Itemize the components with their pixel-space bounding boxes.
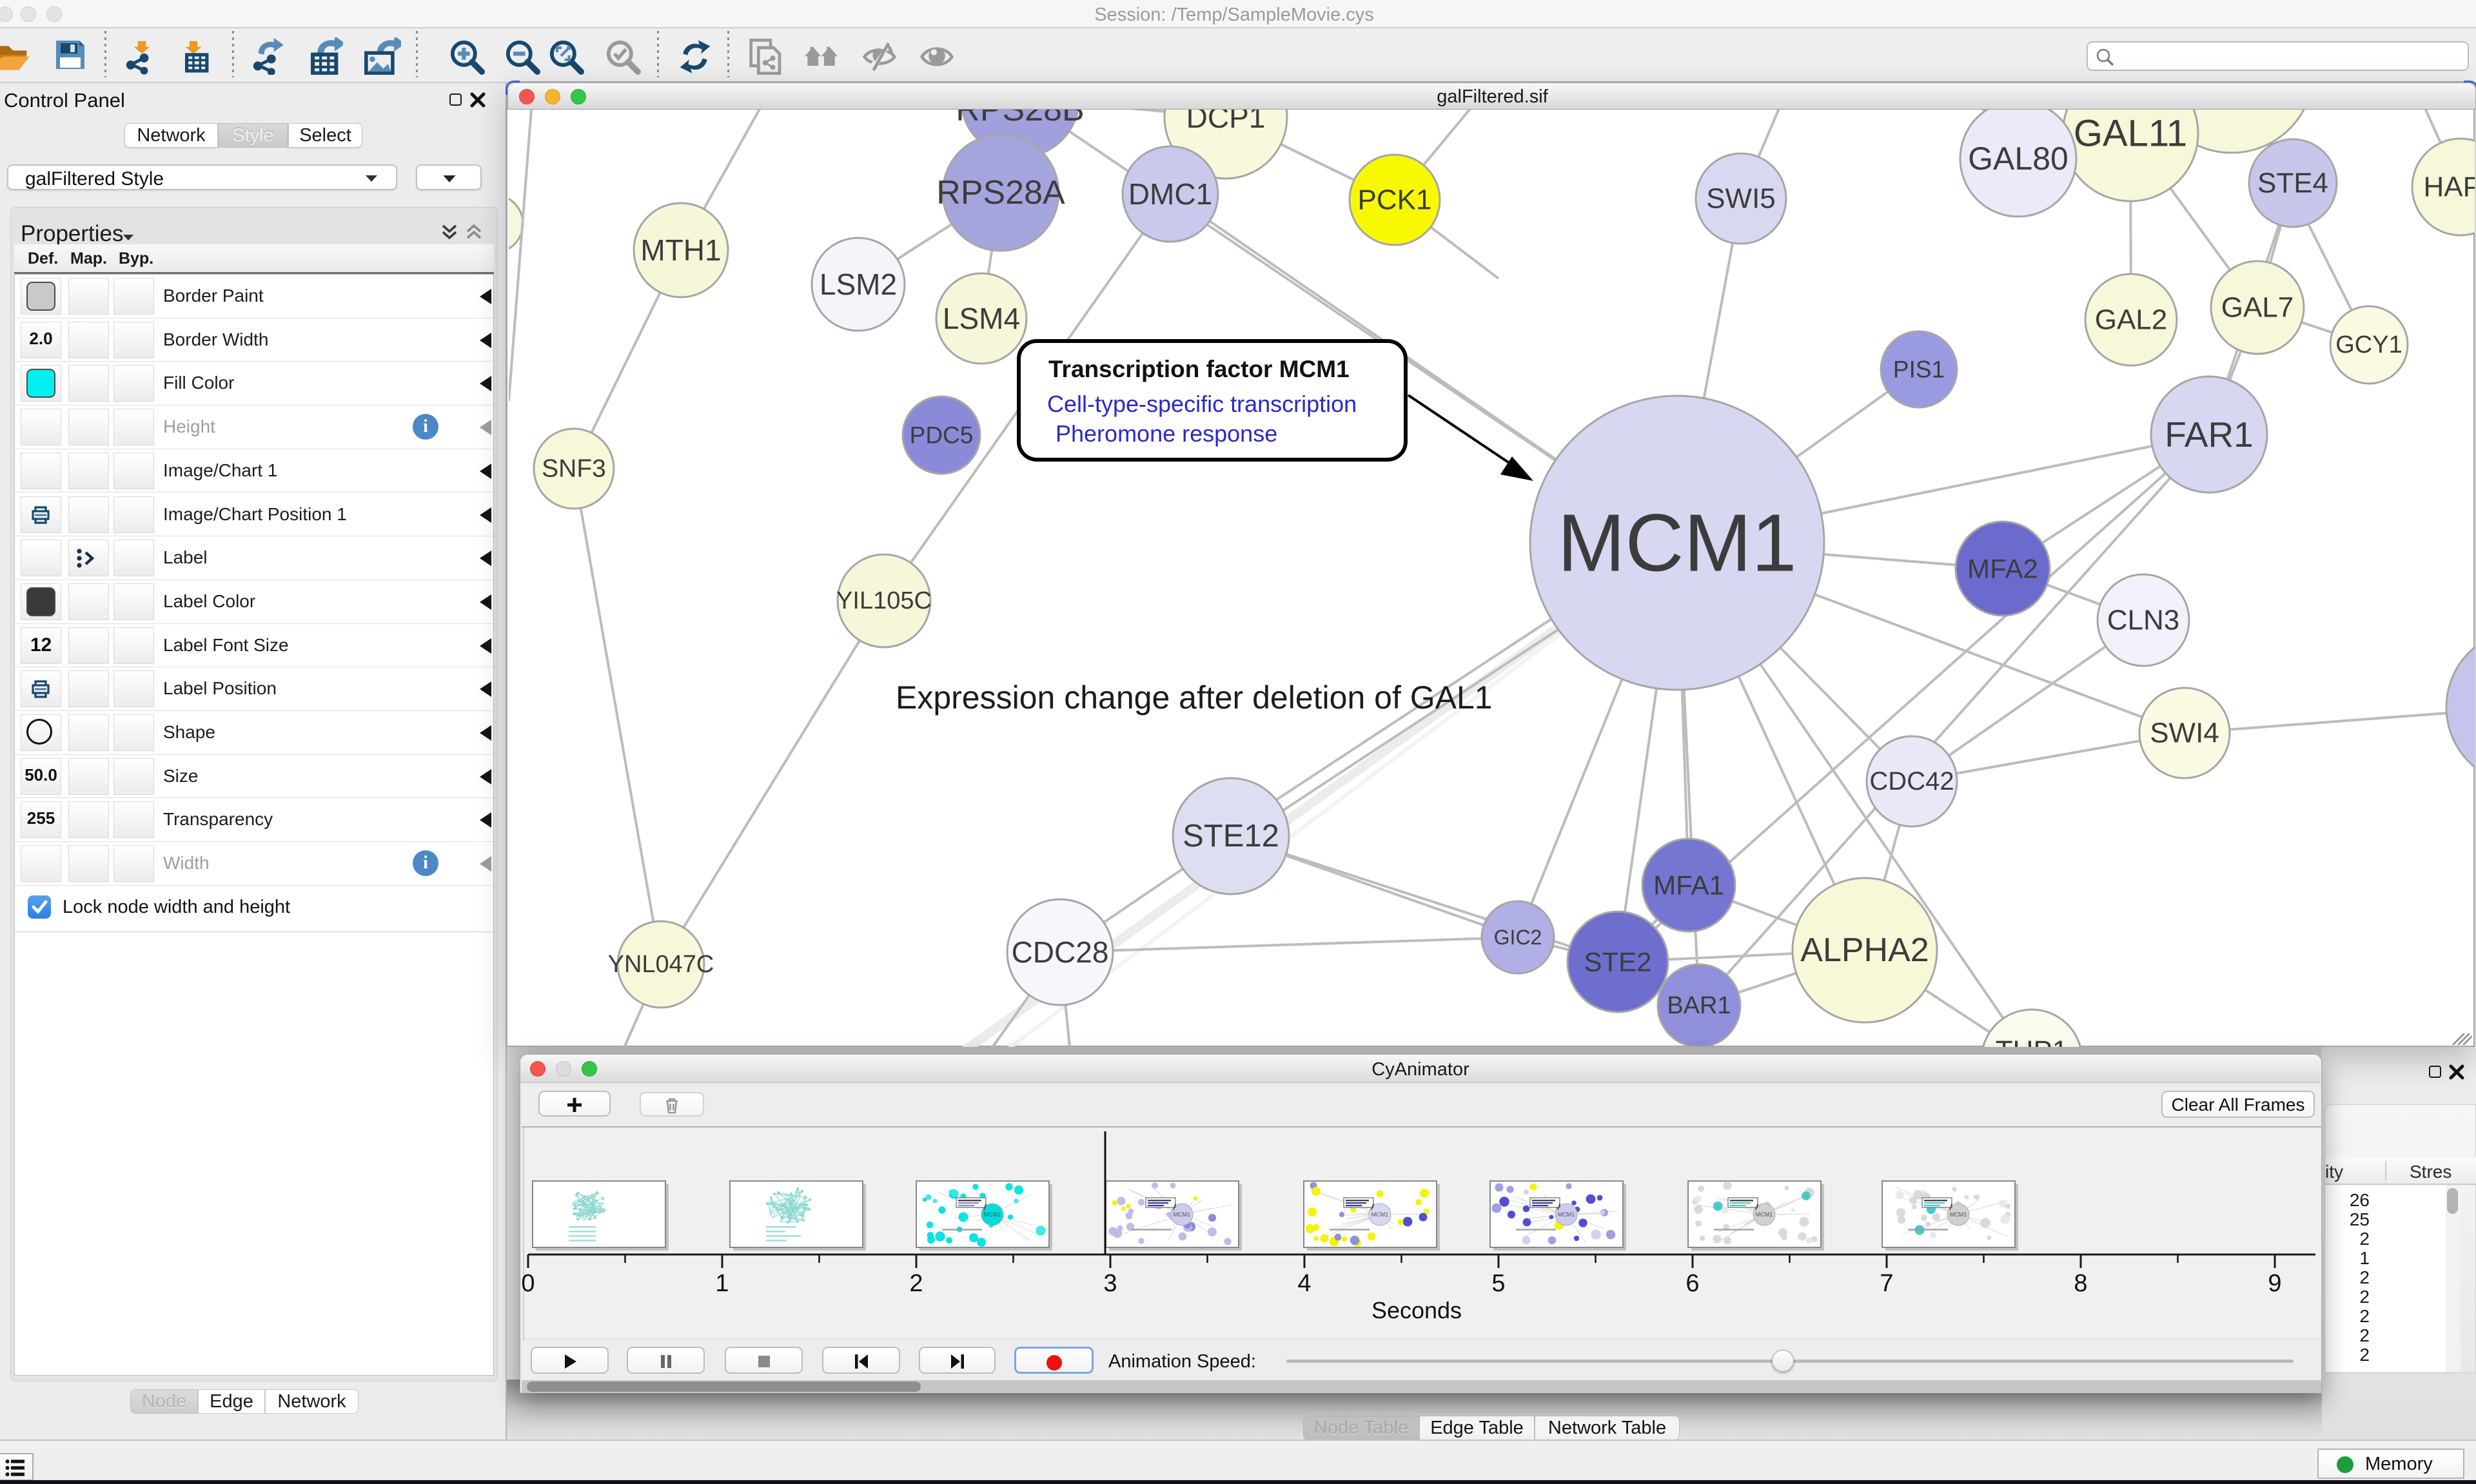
svg-text:GAL7: GAL7: [2221, 292, 2294, 324]
svg-text:CDC28: CDC28: [1012, 935, 1109, 969]
svg-text:MTH1: MTH1: [640, 233, 721, 267]
svg-text:7: 7: [1880, 1270, 1893, 1297]
svg-text:MFA1: MFA1: [1653, 870, 1724, 901]
svg-text:SNF3: SNF3: [542, 455, 606, 483]
svg-text:MCM1: MCM1: [1950, 1211, 1967, 1218]
svg-text:4: 4: [1297, 1270, 1311, 1297]
svg-text:9: 9: [2268, 1270, 2281, 1297]
svg-text:BAR1: BAR1: [1667, 992, 1731, 1019]
svg-text:YNL047C: YNL047C: [608, 951, 714, 978]
svg-text:Expression change after deleti: Expression change after deletion of GAL1: [896, 679, 1493, 716]
svg-text:DCP1: DCP1: [1186, 110, 1266, 134]
svg-text:SWI4: SWI4: [2150, 718, 2219, 749]
svg-text:RPS28A: RPS28A: [936, 174, 1065, 211]
svg-text:Seconds: Seconds: [1371, 1297, 1462, 1323]
svg-text:MCM1: MCM1: [1558, 1211, 1575, 1218]
svg-text:PCK1: PCK1: [1358, 184, 1432, 216]
svg-text:PDC5: PDC5: [910, 422, 974, 449]
svg-text:HAP2: HAP2: [2424, 171, 2475, 203]
svg-text:MCM1: MCM1: [1558, 498, 1797, 589]
svg-text:8: 8: [2074, 1270, 2087, 1297]
svg-text:CDC42: CDC42: [1869, 767, 1954, 796]
svg-text:YIL105C: YIL105C: [836, 587, 932, 614]
svg-text:LSM4: LSM4: [943, 302, 1020, 335]
svg-text:MCM1: MCM1: [984, 1211, 1001, 1218]
svg-text:Transcription factor MCM1: Transcription factor MCM1: [1048, 356, 1350, 382]
svg-text:MCM1: MCM1: [1371, 1211, 1389, 1218]
svg-text:CLN3: CLN3: [2107, 605, 2180, 636]
svg-text:GCY1: GCY1: [2335, 331, 2402, 358]
svg-text:LSM2: LSM2: [820, 268, 897, 301]
svg-text:5: 5: [1491, 1270, 1505, 1297]
svg-text:2: 2: [909, 1270, 923, 1297]
svg-text:SWI5: SWI5: [1706, 183, 1776, 215]
svg-text:STE2: STE2: [1584, 947, 1651, 977]
svg-text:Pheromone response: Pheromone response: [1056, 420, 1277, 447]
svg-text:FAR1: FAR1: [2165, 415, 2254, 454]
svg-text:GAL11: GAL11: [2074, 113, 2187, 155]
svg-text:TUP1: TUP1: [1996, 1035, 2068, 1048]
svg-text:MCM1: MCM1: [1756, 1211, 1773, 1218]
svg-text:MCM1: MCM1: [1174, 1211, 1191, 1218]
svg-text:GIC2: GIC2: [1494, 926, 1542, 949]
svg-text:Cell-type-specific transcripti: Cell-type-specific transcription: [1047, 391, 1357, 417]
svg-text:STE12: STE12: [1183, 819, 1279, 854]
svg-text:GAL2: GAL2: [2095, 304, 2168, 336]
svg-text:0: 0: [522, 1270, 535, 1297]
svg-text:ALPHA2: ALPHA2: [1800, 932, 1929, 969]
svg-text:1: 1: [715, 1270, 729, 1297]
svg-text:PIS1: PIS1: [1893, 356, 1945, 383]
svg-text:GAL80: GAL80: [1968, 141, 2068, 177]
svg-text:DMC1: DMC1: [1128, 177, 1212, 211]
svg-text:6: 6: [1685, 1270, 1699, 1297]
svg-text:3: 3: [1103, 1270, 1117, 1297]
svg-text:STE4: STE4: [2257, 168, 2328, 199]
svg-text:RPS28B: RPS28B: [956, 110, 1084, 128]
svg-text:MFA2: MFA2: [1967, 554, 2038, 584]
